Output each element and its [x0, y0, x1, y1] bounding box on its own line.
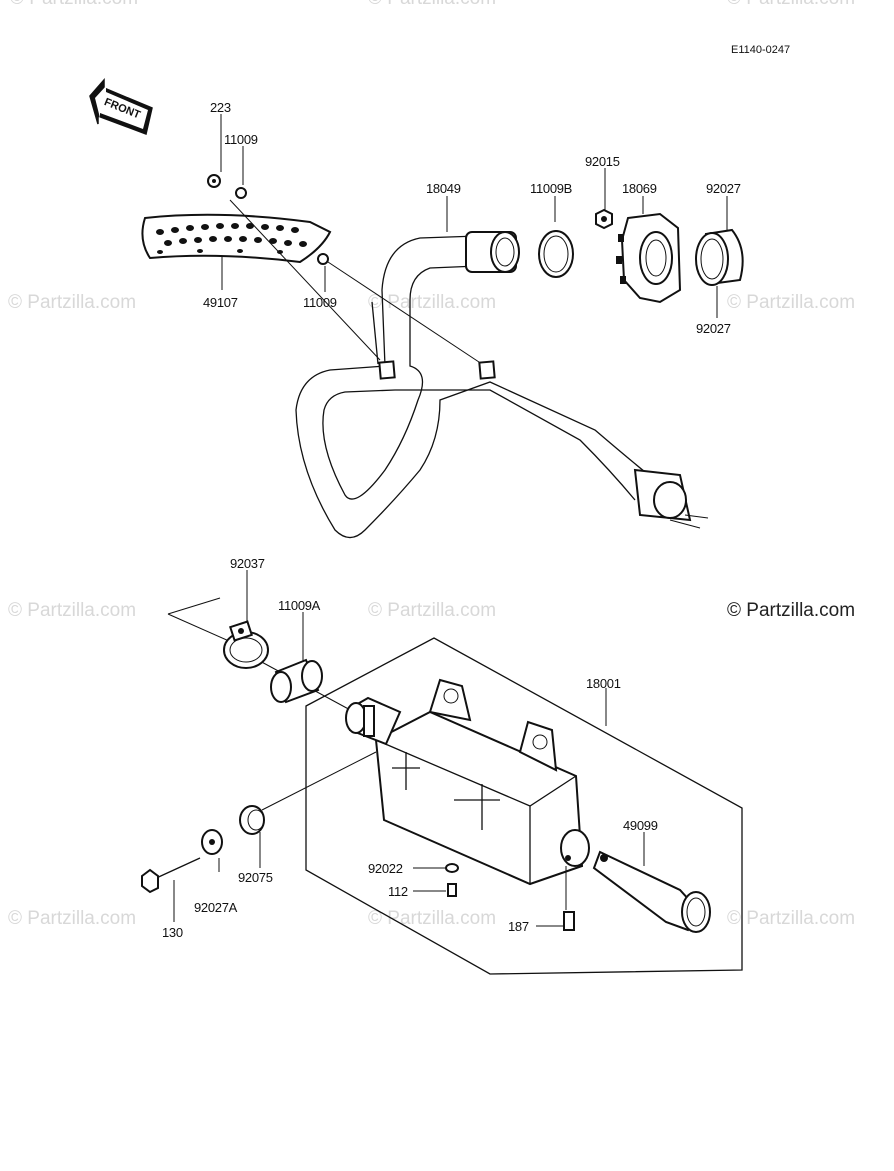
washer-92022 [445, 863, 459, 873]
watermark-row3-right: © Partzilla.com [727, 600, 856, 621]
label-18049: 18049 [426, 181, 461, 196]
label-18069: 18069 [622, 181, 657, 196]
label-92015: 92015 [585, 154, 620, 169]
washer-11009-bottom [317, 253, 329, 265]
flange-18069 [616, 212, 682, 304]
label-223: 223 [210, 100, 231, 115]
watermark-top-left: © Partzilla.com [10, 0, 138, 10]
watermark-top-right: © Partzilla.com [727, 0, 855, 10]
watermark-row2-left: © Partzilla.com [8, 292, 137, 313]
label-49107: 49107 [203, 295, 238, 310]
spark-arrester-49099 [592, 850, 711, 933]
sleeve-11009A [270, 658, 323, 704]
label-49099: 49099 [623, 818, 658, 833]
watermark-row3-left: © Partzilla.com [8, 600, 137, 621]
front-arrow-icon: FRONT [89, 78, 153, 136]
watermark-row2-center: © Partzilla.com [368, 292, 497, 313]
bolt-223 [207, 174, 221, 188]
label-130: 130 [162, 925, 183, 940]
label-92022: 92022 [368, 861, 403, 876]
watermark-row4-left: © Partzilla.com [8, 908, 137, 929]
screw-112 [447, 883, 457, 897]
label-92027-top: 92027 [706, 181, 741, 196]
label-92027-bottom: 92027 [696, 321, 731, 336]
label-187: 187 [508, 919, 529, 934]
label-11009A: 11009A [278, 598, 321, 613]
label-11009-top: 11009 [224, 132, 258, 147]
diagram-id: E1140-0247 [731, 44, 791, 56]
collar-92027 [695, 228, 744, 286]
clamp-92037 [223, 620, 269, 669]
exhaust-pipe-18049 [295, 231, 709, 539]
washer-11009-top [235, 187, 247, 199]
label-92027A: 92027A [194, 900, 238, 915]
grommet-92075 [239, 805, 265, 835]
heat-guard-49107 [141, 213, 332, 264]
washer-92027A [201, 829, 223, 855]
label-92075: 92075 [238, 870, 273, 885]
watermark-row3-center: © Partzilla.com [368, 600, 497, 621]
gasket-11009B [538, 230, 574, 278]
screw-187 [563, 911, 575, 931]
bolt-130 [141, 857, 201, 894]
watermark-top-center: © Partzilla.com [368, 0, 496, 10]
label-112: 112 [388, 884, 408, 899]
muffler-18001 [345, 678, 590, 910]
watermark-row4-right: © Partzilla.com [727, 908, 856, 929]
label-92037: 92037 [230, 556, 265, 571]
nut-92015 [595, 208, 613, 230]
label-11009B: 11009B [530, 181, 573, 196]
watermark-row2-right: © Partzilla.com [727, 292, 856, 313]
muffler-assembly-box [305, 637, 743, 975]
label-11009-bottom: 11009 [303, 295, 337, 310]
label-18001: 18001 [586, 676, 621, 691]
